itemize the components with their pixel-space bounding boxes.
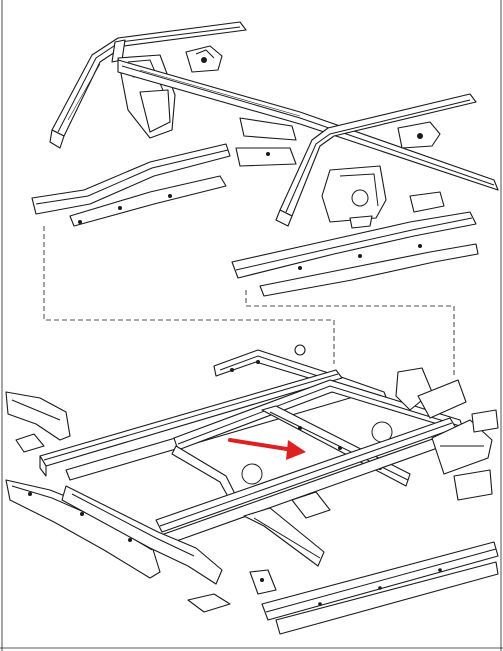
right-mount-small xyxy=(397,121,445,213)
assembly-guide-line-right xyxy=(245,290,455,378)
left-inner-member xyxy=(61,485,223,585)
small-bracket-left xyxy=(5,391,71,453)
right-mount-tower xyxy=(321,165,387,229)
small-clips-bottom xyxy=(187,569,277,613)
right-rear-brackets xyxy=(395,367,499,501)
upper-right-rail xyxy=(275,93,477,227)
upper-side-member-left xyxy=(31,143,231,227)
highlight-arrow xyxy=(228,438,306,460)
right-lower-sill xyxy=(261,541,499,635)
assembly-guide-line-left xyxy=(43,226,335,364)
upper-crossmember xyxy=(117,59,499,191)
upper-mount-small xyxy=(185,45,223,73)
center-support-bracket xyxy=(243,491,331,567)
upper-side-member-right xyxy=(231,211,479,297)
